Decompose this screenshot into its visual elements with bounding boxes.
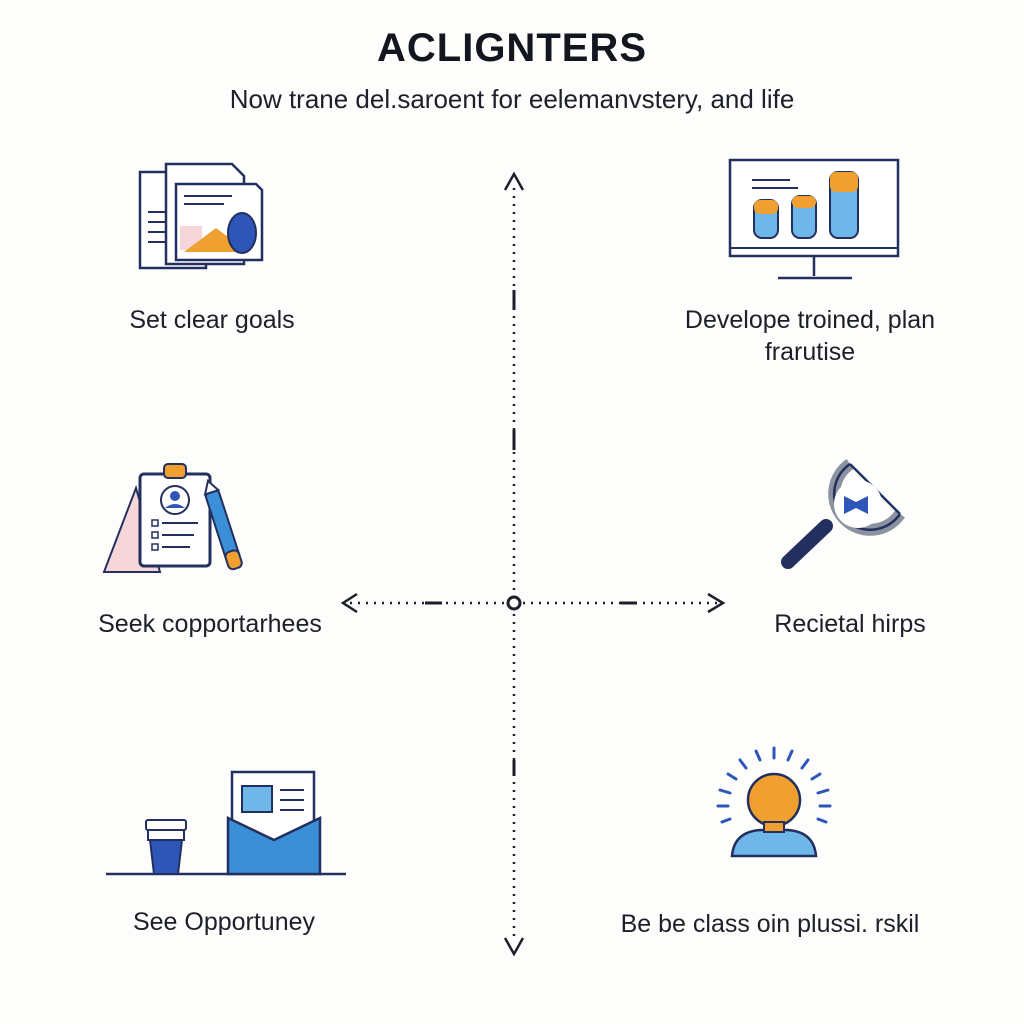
opportunity-label: See Opportuney <box>132 908 316 936</box>
goal-label: Set clear goals <box>129 306 295 334</box>
arrow-down-icon <box>503 937 525 957</box>
person-rays-icon <box>716 746 832 858</box>
plan-label: Develope troined, plan frarutise <box>660 304 960 368</box>
arrow-left-icon <box>340 592 358 614</box>
page-subtitle: Now trane del.saroent for eelemanvstery,… <box>229 84 795 114</box>
plan-label-line1: Develope troined, plan <box>684 306 936 334</box>
arrow-up-icon <box>503 171 525 191</box>
clipboard-icon <box>102 463 243 573</box>
arrow-right-icon <box>707 592 726 614</box>
folder-cup-icon <box>106 770 346 876</box>
axis-center-dot <box>506 595 522 611</box>
seek-label: Seek copportarhees <box>98 610 322 638</box>
class-label: Be be class oin plussi. rskil <box>620 910 920 938</box>
plan-label-line2: frarutise <box>764 338 856 366</box>
monitor-chart-icon <box>728 158 900 280</box>
recital-label: Recietal hirps <box>774 610 926 638</box>
magnifier-icon <box>781 459 905 569</box>
documents-chart-icon <box>138 162 264 270</box>
page-title: ACLIGNTERS <box>377 26 647 70</box>
